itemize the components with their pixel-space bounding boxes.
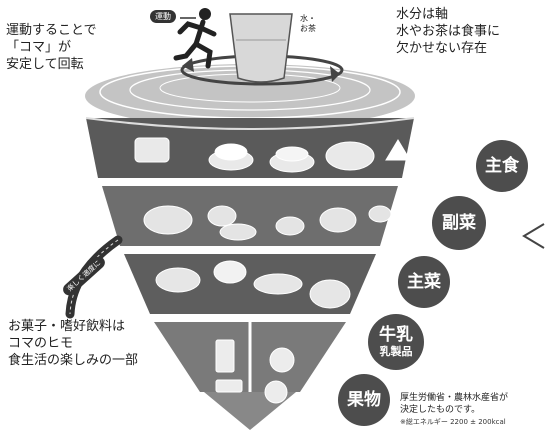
rice-icon: [214, 143, 248, 161]
meat-plate-icon: [309, 279, 351, 309]
footnote-energy: ※総エネルギー 2200 ± 200kcal: [400, 418, 506, 426]
snacks-line: 食生活の楽しみの一部: [8, 353, 139, 368]
tofu-icon: [213, 260, 247, 284]
food-vegetables: [143, 205, 392, 241]
exercise-line: 「コマ」が: [6, 40, 72, 55]
water-glass: [229, 13, 293, 83]
orange-icon: [264, 380, 288, 404]
snacks-annotation: お菓子・嗜好飲料は コマのヒモ 食生活の楽しみの一部: [8, 318, 138, 369]
exercise-line: 運動することで: [6, 23, 97, 38]
noodle-icon: [275, 146, 309, 162]
footnote-line: 厚生労働省・農林水産省が: [400, 393, 509, 403]
milk-glass-icon: [215, 339, 235, 373]
badge-label: 主食: [485, 155, 519, 176]
chevron-left-icon: [522, 223, 545, 249]
snacks-line: コマのヒモ: [8, 336, 74, 351]
badge-label: 副菜: [442, 212, 476, 233]
exercise-annotation: 運動することで 「コマ」が 安定して回転: [6, 22, 97, 73]
onigiri-icon: [385, 139, 411, 161]
water-tag: 水・ お茶: [300, 14, 316, 33]
fish-plate-icon: [253, 273, 303, 295]
egg-plate-icon: [155, 267, 201, 293]
footnote-line: 決定したものです。: [400, 405, 481, 415]
water-line: 水やお茶は食事に: [396, 24, 501, 39]
badge-fruit: 果物: [338, 374, 390, 426]
apple-icon: [269, 347, 295, 373]
salad-icon: [143, 205, 193, 235]
cup-icon: [275, 216, 305, 236]
vegetable-bowl-icon: [319, 207, 357, 233]
rotation-arrow-head: [330, 66, 340, 82]
plate-icon: [219, 223, 257, 241]
exercise-line: 安定して回転: [6, 57, 84, 72]
bread-icon: [134, 137, 170, 163]
band-edge: [85, 117, 415, 130]
water-line: 欠かせない存在: [396, 41, 488, 56]
exercise-tag: 運動: [150, 10, 176, 23]
badge-staple: 主食: [476, 140, 528, 192]
badge-label: 主菜: [407, 271, 441, 292]
runner-figure: [173, 8, 217, 69]
badge-label: 牛乳: [379, 325, 413, 345]
badge-vegetable: 副菜: [432, 196, 486, 250]
cheese-icon: [215, 379, 243, 393]
badge-main-dish: 主菜: [398, 256, 450, 308]
badge-sublabel: 乳製品: [379, 345, 413, 358]
soup-bowl-icon: [325, 141, 375, 171]
rotation-arrow-head: [182, 58, 194, 72]
food-staple: [134, 137, 411, 173]
badge-dairy: 牛乳 乳製品: [368, 314, 424, 370]
side-bowl-icon: [207, 205, 237, 227]
water-annotation: 水分は軸 水やお茶は食事に 欠かせない存在: [396, 6, 500, 57]
badge-label: 果物: [347, 389, 381, 410]
food-dairy-fruit: [215, 339, 295, 404]
water-line: 水分は軸: [396, 7, 449, 22]
snacks-line: お菓子・嗜好飲料は: [8, 319, 126, 334]
small-bowl-icon: [368, 205, 392, 223]
food-main-dishes: [155, 260, 351, 309]
